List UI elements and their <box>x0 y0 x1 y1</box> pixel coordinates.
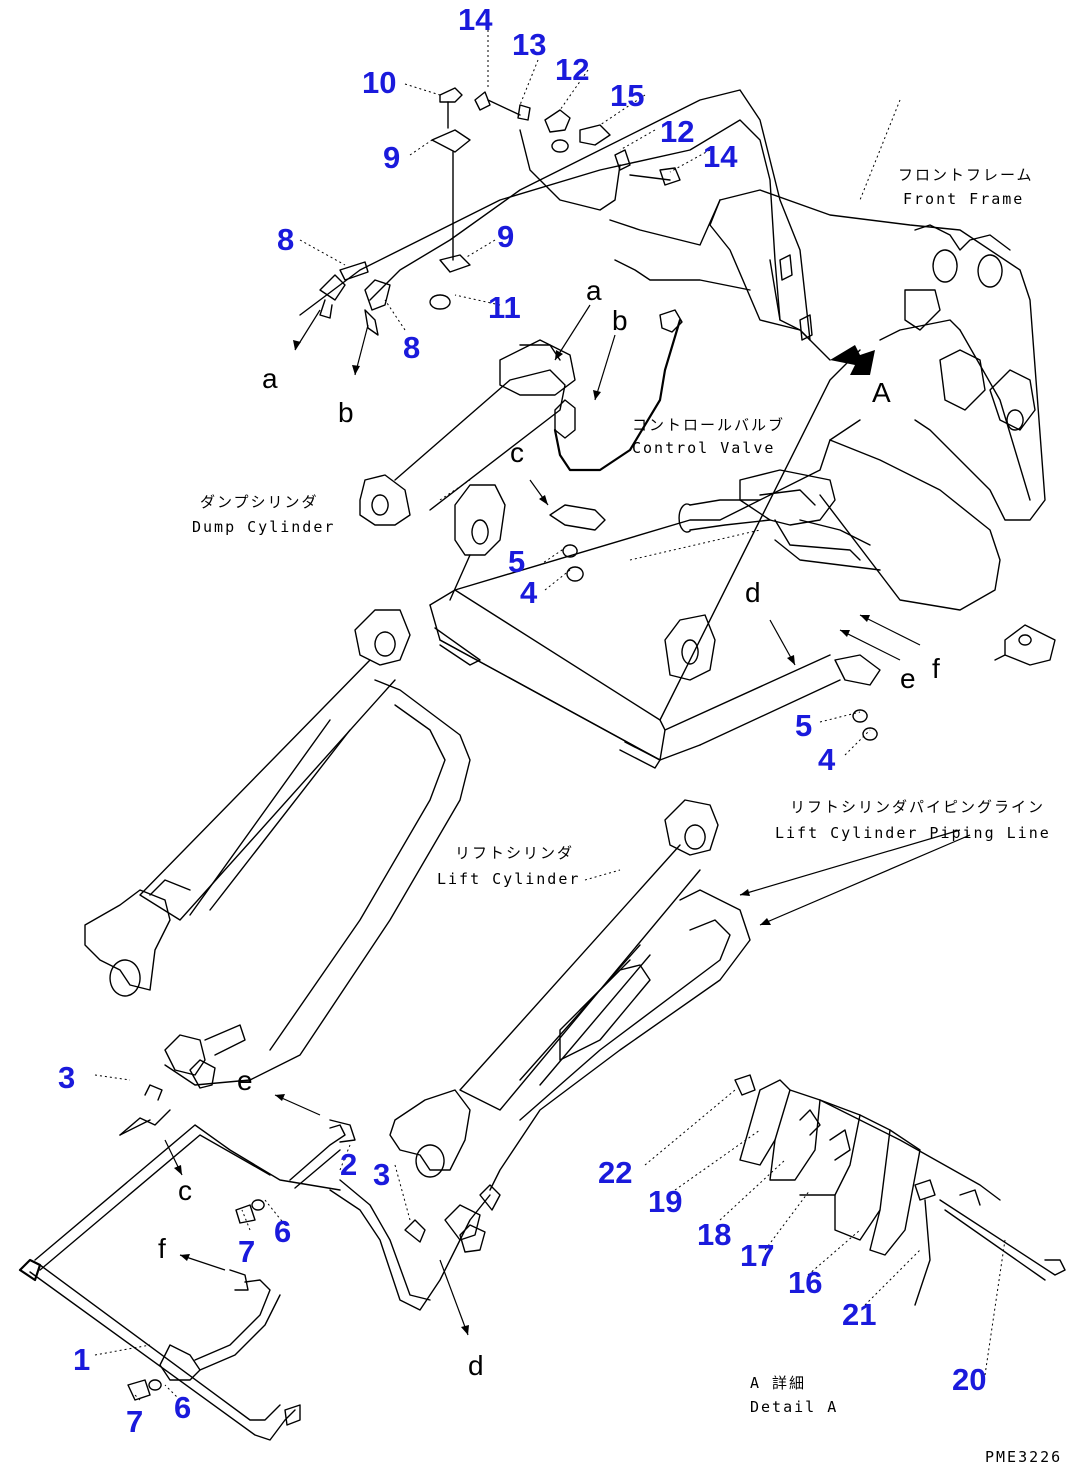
callout-14: 14 <box>703 139 738 174</box>
callout-22: 22 <box>598 1155 632 1190</box>
letter-b: b <box>338 397 354 428</box>
callout-4: 4 <box>520 575 538 610</box>
lift-cylinder-left <box>84 609 471 1089</box>
control-valve-label-en: Control Valve <box>632 439 775 457</box>
callout-13: 13 <box>512 27 546 62</box>
lift-cylinder-right <box>389 799 751 1253</box>
callout-9: 9 <box>497 219 514 254</box>
lift-piping-label-en: Lift Cylinder Piping Line <box>775 824 1051 842</box>
part-labels: フロントフレーム Front Frame コントロールバルブ Control V… <box>192 166 1062 1466</box>
top-hardware <box>319 87 681 336</box>
callout-6: 6 <box>274 1214 291 1249</box>
callout-11: 11 <box>488 290 521 325</box>
letter-e: e <box>237 1065 253 1096</box>
lift-piping-label-jp: リフトシリンダパイピングライン <box>790 798 1045 816</box>
callout-20: 20 <box>952 1362 986 1397</box>
leader-lines <box>94 30 1006 1401</box>
view-arrow-a <box>830 345 875 375</box>
letter-f: f <box>932 653 940 684</box>
callout-14: 14 <box>458 2 493 37</box>
callout-7: 7 <box>126 1404 143 1439</box>
lift-cylinder-label-en: Lift Cylinder <box>437 870 580 888</box>
callout-4: 4 <box>818 742 836 777</box>
callout-6: 6 <box>174 1390 191 1425</box>
letter-b: b <box>612 305 628 336</box>
callout-2: 2 <box>340 1147 357 1182</box>
callout-17: 17 <box>740 1238 774 1273</box>
callout-12: 12 <box>660 114 694 149</box>
lift-cylinder-label-jp: リフトシリンダ <box>455 844 574 862</box>
callout-7: 7 <box>238 1234 255 1269</box>
callout-9: 9 <box>383 140 400 175</box>
callout-18: 18 <box>697 1217 731 1252</box>
letter-f: f <box>158 1233 166 1264</box>
lift-piping <box>18 1084 491 1441</box>
callout-3: 3 <box>373 1157 390 1192</box>
callout-15: 15 <box>610 78 644 113</box>
dump-cylinder-label-en: Dump Cylinder <box>192 518 335 536</box>
letter-a: a <box>262 363 278 394</box>
callout-1: 1 <box>73 1342 90 1377</box>
front-frame <box>429 189 1056 769</box>
letter-e: e <box>900 663 916 694</box>
clamp-lower <box>834 654 881 741</box>
detail-a-label-en: Detail A <box>750 1398 838 1416</box>
callout-5: 5 <box>508 544 525 579</box>
callout-16: 16 <box>788 1265 822 1300</box>
control-valve <box>678 439 1001 611</box>
callout-numbers: 14 13 12 10 15 12 14 9 9 8 11 8 5 4 5 4 … <box>58 2 986 1439</box>
letter-d: d <box>745 577 761 608</box>
callout-3: 3 <box>58 1060 75 1095</box>
front-frame-label-jp: フロントフレーム <box>898 166 1034 184</box>
detail-a-label-jp: A 詳細 <box>750 1374 806 1392</box>
letter-c: c <box>510 437 524 468</box>
dump-cylinder-label-jp: ダンプシリンダ <box>200 493 319 511</box>
clamp-c <box>549 504 606 582</box>
dump-cylinder <box>359 309 683 526</box>
letter-a: a <box>586 275 602 306</box>
connection-letters: a b a b c d e f e c f d A <box>158 275 940 1381</box>
drawing-code: PME3226 <box>985 1448 1062 1466</box>
view-a-letter: A <box>872 377 891 408</box>
callout-5: 5 <box>795 708 812 743</box>
callout-8: 8 <box>403 330 420 365</box>
callout-8: 8 <box>277 222 294 257</box>
letter-c: c <box>178 1175 192 1206</box>
front-frame-label-en: Front Frame <box>903 190 1024 208</box>
callout-21: 21 <box>842 1297 876 1332</box>
dump-hoses <box>299 89 813 341</box>
connection-arrows <box>164 304 971 1336</box>
detail-a <box>734 1074 1066 1306</box>
callout-12: 12 <box>555 52 589 87</box>
letter-d: d <box>468 1350 484 1381</box>
callout-19: 19 <box>648 1184 682 1219</box>
callout-10: 10 <box>362 65 396 100</box>
control-valve-label-jp: コントロールバルブ <box>632 416 785 434</box>
